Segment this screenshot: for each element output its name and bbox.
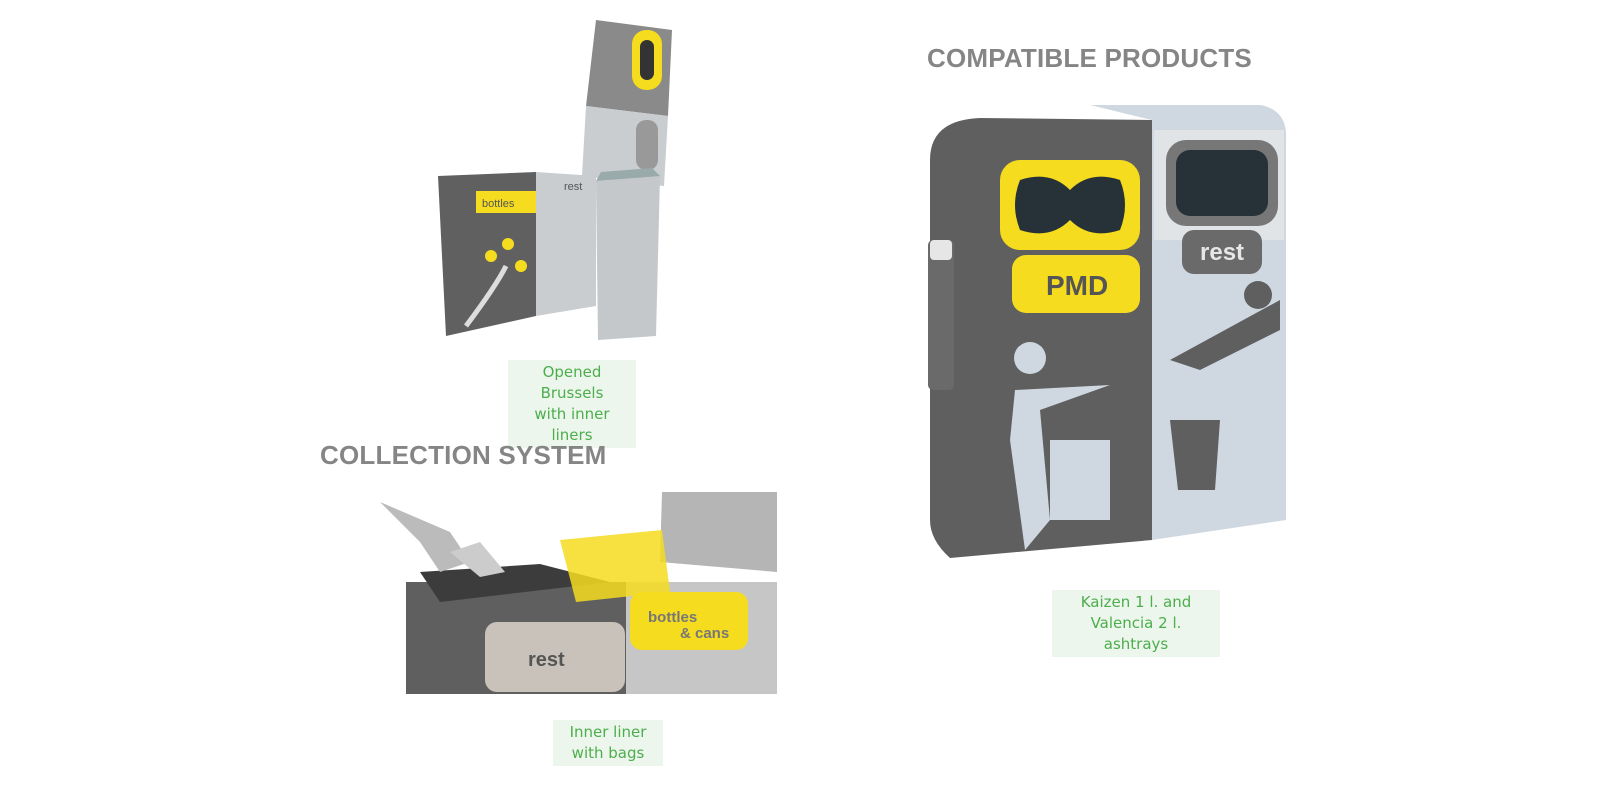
caption-line: Valencia 2 l. ashtrays: [1090, 614, 1182, 653]
rest-label-bottom: rest: [528, 649, 565, 671]
caption-ashtrays: Kaizen 1 l. and Valencia 2 l. ashtrays: [1052, 590, 1220, 657]
compatible-products-heading: COMPATIBLE PRODUCTS: [927, 43, 1252, 73]
caption-line: Inner liner: [569, 723, 647, 741]
bottles-label: bottles: [648, 609, 697, 626]
rest-label: rest: [1200, 239, 1244, 266]
inner-liner-image: rest bottles & cans: [380, 492, 777, 694]
caption-line: with inner liners: [534, 405, 610, 444]
rest-label-top: rest: [564, 181, 582, 193]
pmd-label: PMD: [1046, 270, 1108, 301]
caption-line: Opened Brussels: [540, 363, 604, 402]
caption-line: Kaizen 1 l. and: [1080, 593, 1192, 611]
bottles-label: bottles: [482, 198, 515, 210]
caption-opened-brussels: Opened Brussels with inner liners: [508, 360, 636, 448]
opened-brussels-image: bottles rest: [438, 20, 672, 340]
collection-system-heading: COLLECTION SYSTEM: [320, 440, 607, 470]
cans-label: & cans: [680, 625, 729, 642]
caption-line: with bags: [571, 744, 645, 762]
caption-inner-liner: Inner liner with bags: [553, 720, 663, 766]
compatible-bin-image: PMD rest: [928, 105, 1287, 558]
